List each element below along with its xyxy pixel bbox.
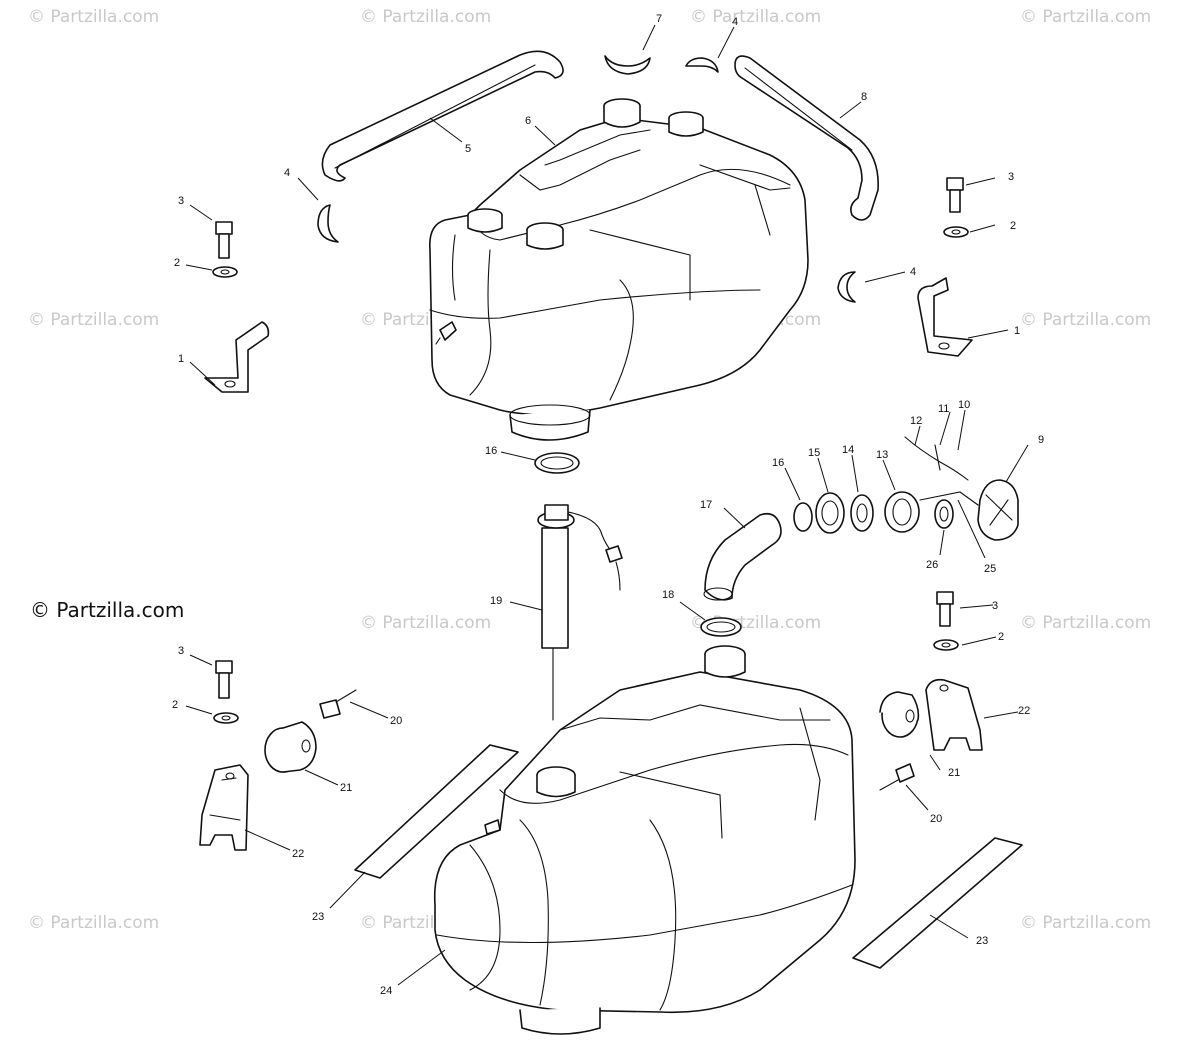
callout-1: 1 — [178, 353, 184, 365]
callout-1: 1 — [1014, 325, 1020, 337]
rivet — [895, 763, 915, 783]
callout-19: 19 — [490, 595, 502, 607]
watermark: © Partzilla.com — [360, 613, 491, 633]
callout-10: 10 — [958, 399, 970, 411]
callout-3: 3 — [992, 600, 998, 612]
callout-14: 14 — [842, 444, 854, 456]
callout-24: 24 — [380, 985, 392, 997]
callout-25: 25 — [984, 563, 996, 575]
watermark: © Partzilla.com — [28, 7, 159, 27]
callout-23: 23 — [312, 911, 324, 923]
bolt — [215, 221, 233, 259]
bolt — [936, 591, 954, 627]
callout-13: 13 — [876, 449, 888, 461]
callout-23: 23 — [976, 935, 988, 947]
fuel-level-sender — [537, 504, 623, 721]
callout-7: 7 — [656, 13, 662, 25]
watermark: © Partzilla.com — [1020, 613, 1151, 633]
tank-pad — [852, 837, 1023, 969]
retaining-ring — [534, 452, 580, 474]
callout-16: 16 — [772, 457, 784, 469]
washer — [212, 266, 238, 278]
callout-18: 18 — [662, 589, 674, 601]
callout-21: 21 — [948, 767, 960, 779]
tank-pad — [354, 744, 519, 879]
callout-20: 20 — [930, 813, 942, 825]
callout-21: 21 — [340, 782, 352, 794]
mount-bracket — [925, 678, 983, 751]
callout-12: 12 — [910, 415, 922, 427]
washer — [943, 226, 969, 238]
callout-20: 20 — [390, 715, 402, 727]
watermark: © Partzilla.com — [360, 7, 491, 27]
callout-4: 4 — [732, 16, 738, 28]
callout-22: 22 — [292, 848, 304, 860]
lower-fuel-tank — [433, 645, 856, 1035]
clip — [317, 204, 339, 243]
bolt — [946, 177, 964, 213]
clip — [837, 271, 856, 303]
leader-lines — [185, 24, 1029, 986]
clip — [685, 57, 719, 73]
washer — [933, 639, 959, 651]
watermark: © Partzilla.com — [1020, 7, 1151, 27]
tank-strap-left — [321, 50, 564, 182]
callout-2: 2 — [1010, 220, 1016, 232]
callout-8: 8 — [861, 91, 867, 103]
watermark: © Partzilla.com — [690, 7, 821, 27]
watermark: © Partzilla.com — [1020, 310, 1151, 330]
bracket — [917, 277, 973, 357]
watermark: © Partzilla.com — [28, 310, 159, 330]
callout-9: 9 — [1038, 434, 1044, 446]
callout-26: 26 — [926, 559, 938, 571]
callout-2: 2 — [172, 699, 178, 711]
watermark: © Partzilla.com — [28, 913, 159, 933]
copyright-notice: © Partzilla.com — [30, 598, 185, 622]
callout-15: 15 — [808, 447, 820, 459]
callout-4: 4 — [910, 266, 916, 278]
rivet — [319, 699, 341, 719]
callout-3: 3 — [178, 195, 184, 207]
callout-2: 2 — [174, 257, 180, 269]
filler-hose — [704, 512, 782, 601]
washer — [213, 712, 239, 724]
bracket — [204, 321, 270, 393]
callout-3: 3 — [178, 645, 184, 657]
callout-17: 17 — [700, 499, 712, 511]
callout-16: 16 — [485, 445, 497, 457]
callout-6: 6 — [525, 115, 531, 127]
tank-strap-right — [734, 55, 879, 221]
callout-4: 4 — [284, 167, 290, 179]
callout-5: 5 — [465, 143, 471, 155]
clip — [604, 55, 651, 75]
callout-11: 11 — [938, 403, 949, 415]
bolt — [215, 660, 233, 699]
callout-3: 3 — [1008, 171, 1014, 183]
fuel-cap-assembly — [793, 436, 1019, 541]
retaining-ring — [700, 617, 742, 637]
callout-2: 2 — [998, 631, 1004, 643]
mount-bracket — [199, 764, 249, 851]
callout-22: 22 — [1018, 705, 1030, 717]
watermark: © Partzilla.com — [1020, 913, 1151, 933]
upper-fuel-tank — [428, 98, 809, 441]
callout-numbers: 7 4 8 5 6 4 3 2 3 2 4 1 1 16 9 10 11 12 … — [172, 13, 1044, 997]
